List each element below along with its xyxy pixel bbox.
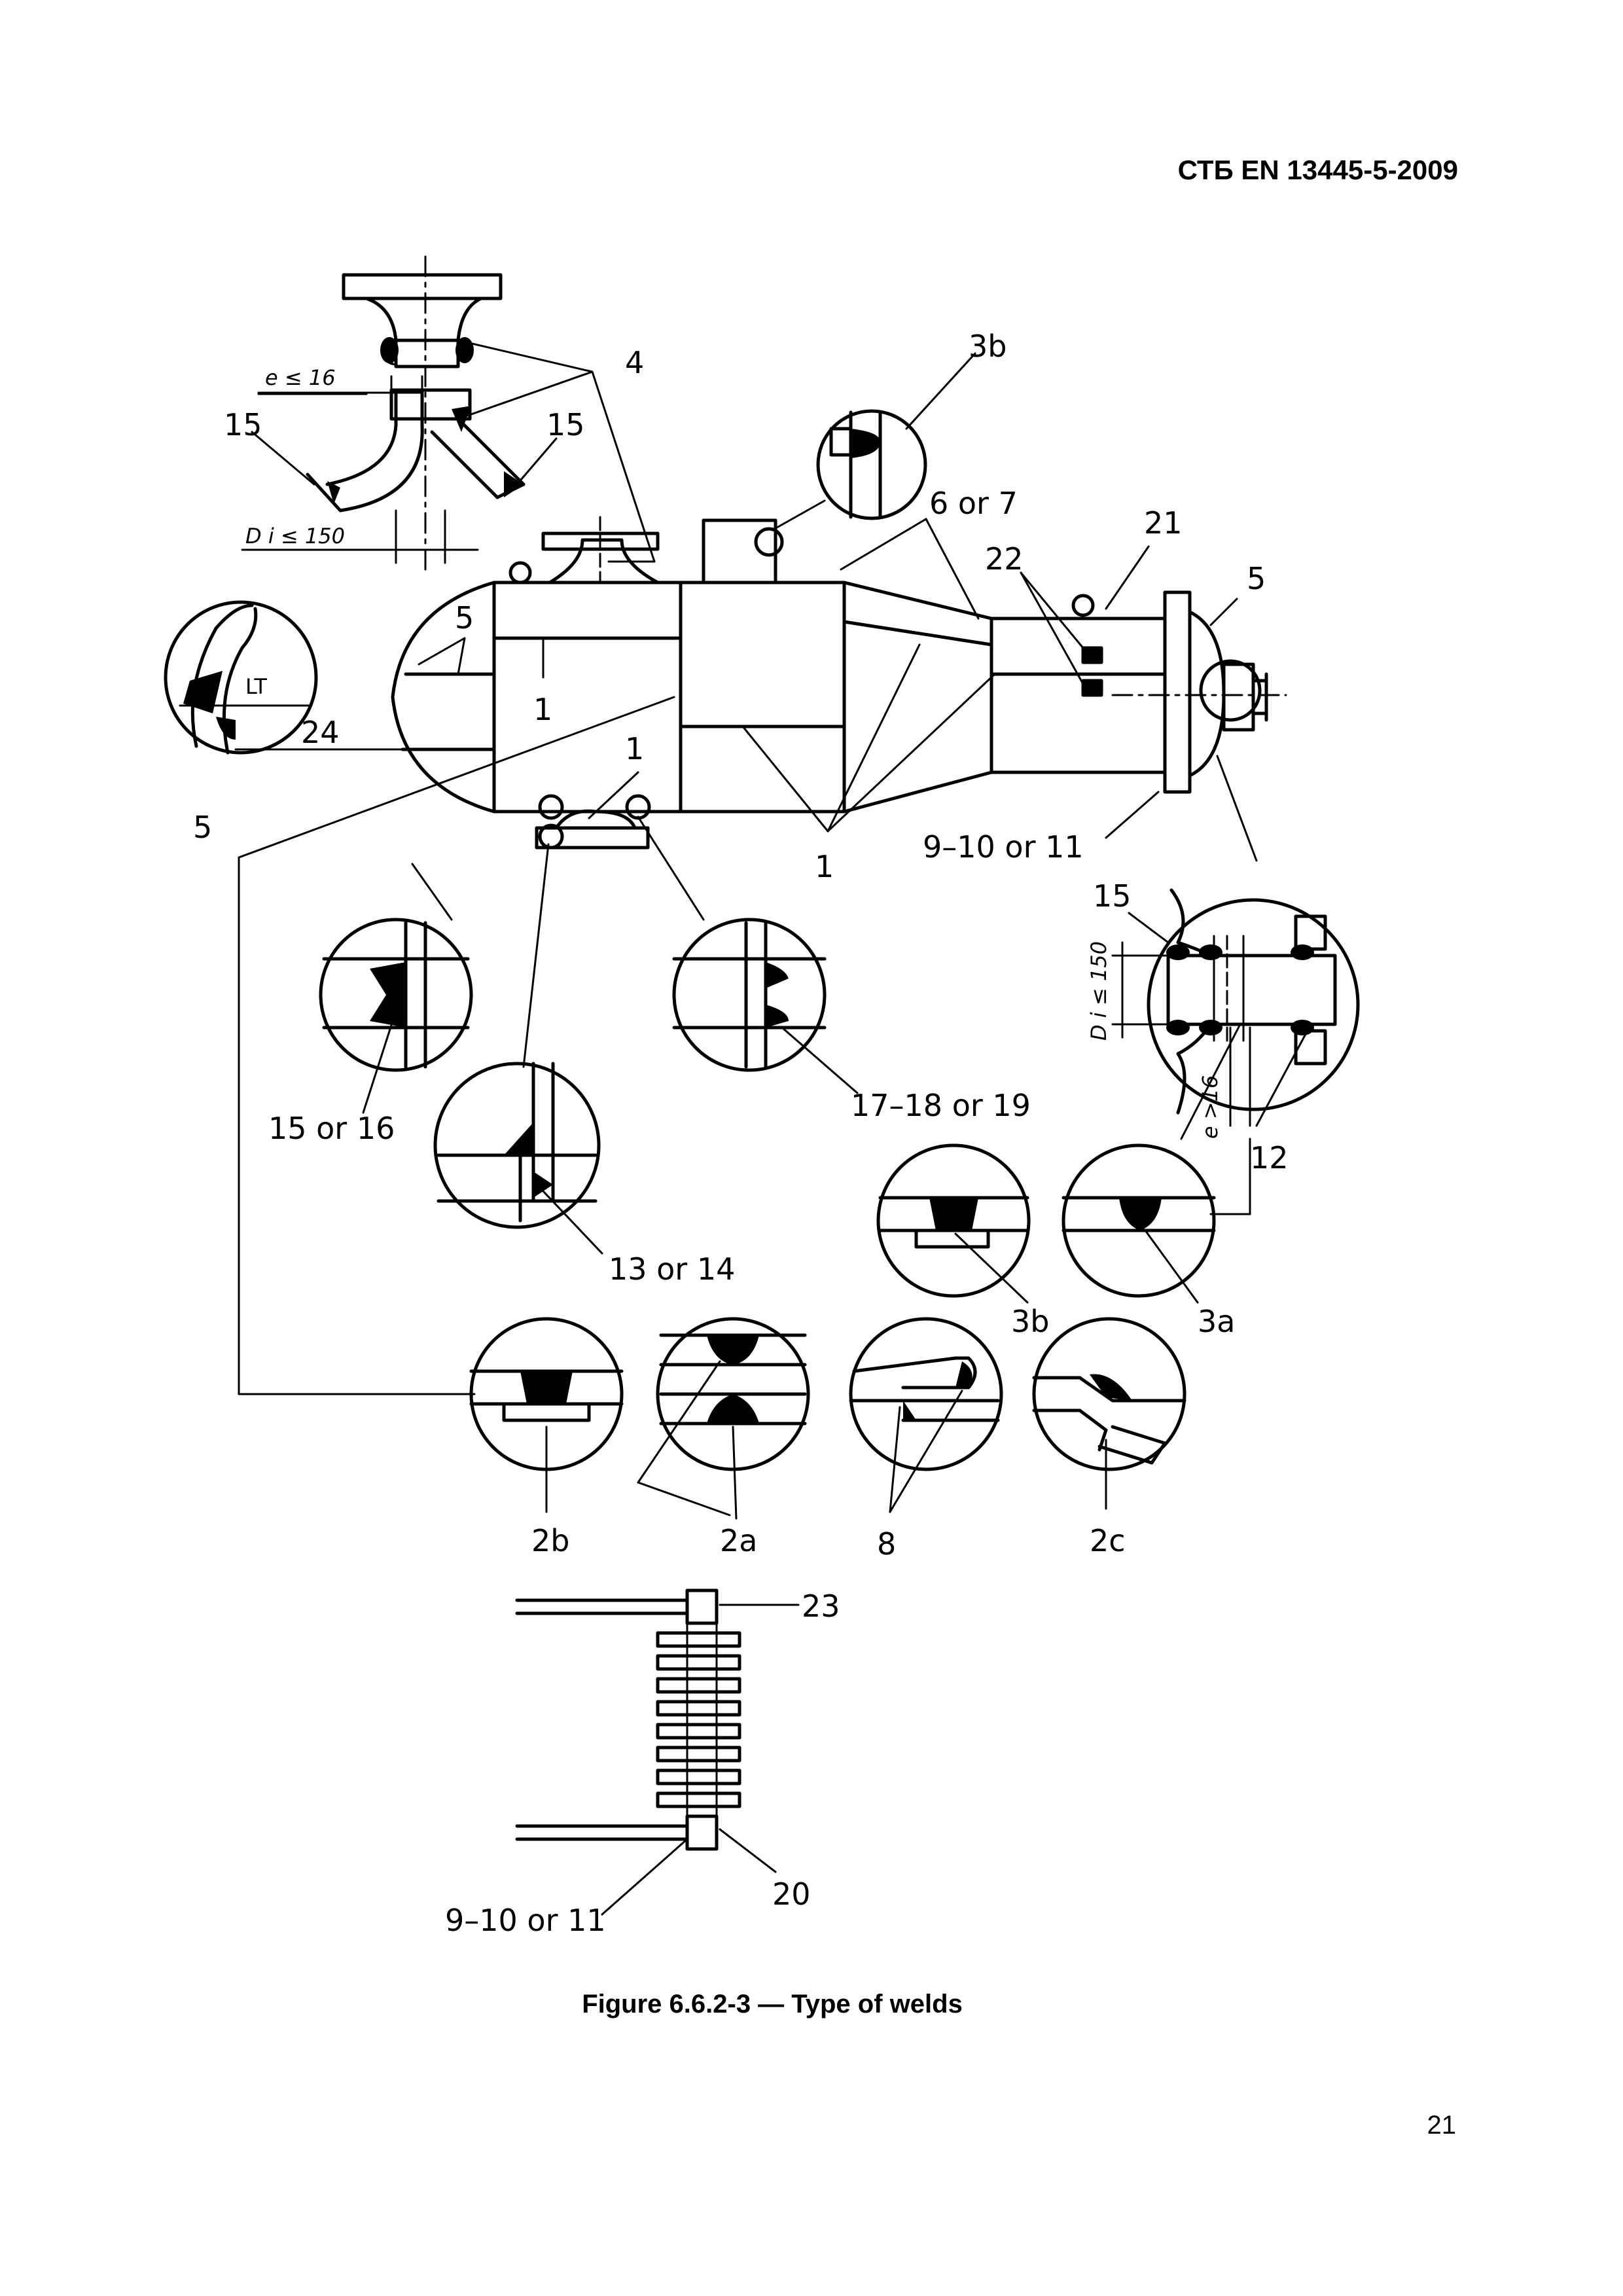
figure-caption: Figure 6.6.2-3 — Type of welds — [582, 1990, 963, 2018]
detail-2a — [637, 1317, 810, 1520]
label-15-left: 15 — [224, 407, 262, 442]
label-2b: 2b — [531, 1523, 569, 1558]
label-1-c: 1 — [815, 849, 834, 884]
detail-3b-top — [771, 352, 976, 531]
label-2a: 2a — [720, 1523, 757, 1558]
label-di-150-vertical: D i ≤ 150 — [1086, 941, 1111, 1041]
detail-13-14 — [433, 843, 603, 1255]
label-15-or-16: 15 or 16 — [268, 1111, 395, 1146]
label-5-vessel: 5 — [455, 600, 474, 636]
finned-coil — [515, 1588, 800, 1916]
label-lt: LT — [245, 674, 267, 699]
label-21: 21 — [1144, 505, 1183, 541]
label-5-bottom: 5 — [193, 810, 212, 845]
label-3a: 3a — [1198, 1304, 1235, 1339]
label-e-gt-16-vertical: e >16 — [1198, 1075, 1222, 1139]
label-8: 8 — [877, 1526, 896, 1562]
detail-lt — [164, 600, 318, 755]
page-number: 21 — [1427, 2111, 1457, 2140]
label-6or7: 6 or 7 — [929, 486, 1018, 521]
label-24: 24 — [301, 715, 340, 750]
label-e-le-16: e ≤ 16 — [265, 365, 336, 390]
label-22: 22 — [985, 541, 1024, 577]
label-5-right: 5 — [1247, 561, 1266, 596]
label-9-10-or-11-coil: 9–10 or 11 — [445, 1903, 606, 1938]
label-15-mid: 15 — [546, 407, 585, 442]
detail-flange — [1111, 659, 1360, 1215]
detail-3b — [876, 1143, 1031, 1304]
label-3b-top: 3b — [969, 329, 1007, 364]
detail-15-16 — [319, 863, 473, 1114]
nozzle-detail — [241, 255, 656, 571]
label-4: 4 — [625, 345, 644, 380]
label-di-le-150: D i ≤ 150 — [245, 524, 345, 548]
detail-8 — [849, 1317, 1003, 1513]
label-23: 23 — [802, 1588, 840, 1624]
label-1-b: 1 — [625, 731, 644, 766]
label-9-10-or-11-main: 9–10 or 11 — [923, 829, 1084, 865]
label-2c: 2c — [1090, 1523, 1126, 1558]
detail-2c — [1032, 1317, 1186, 1510]
label-15-detail: 15 — [1093, 878, 1132, 914]
detail-17-19 — [637, 816, 859, 1094]
detail-3a — [1061, 1143, 1216, 1304]
detail-2b — [469, 1317, 624, 1513]
label-3b: 3b — [1011, 1304, 1049, 1339]
label-13-or-14: 13 or 14 — [609, 1251, 735, 1287]
vessel — [234, 516, 1287, 1395]
label-20: 20 — [772, 1876, 811, 1912]
label-12: 12 — [1250, 1140, 1289, 1175]
label-1-a: 1 — [533, 692, 552, 727]
standard-header: СТБ EN 13445-5-2009 — [1177, 154, 1458, 185]
label-17-18-or-19: 17–18 or 19 — [851, 1088, 1031, 1123]
